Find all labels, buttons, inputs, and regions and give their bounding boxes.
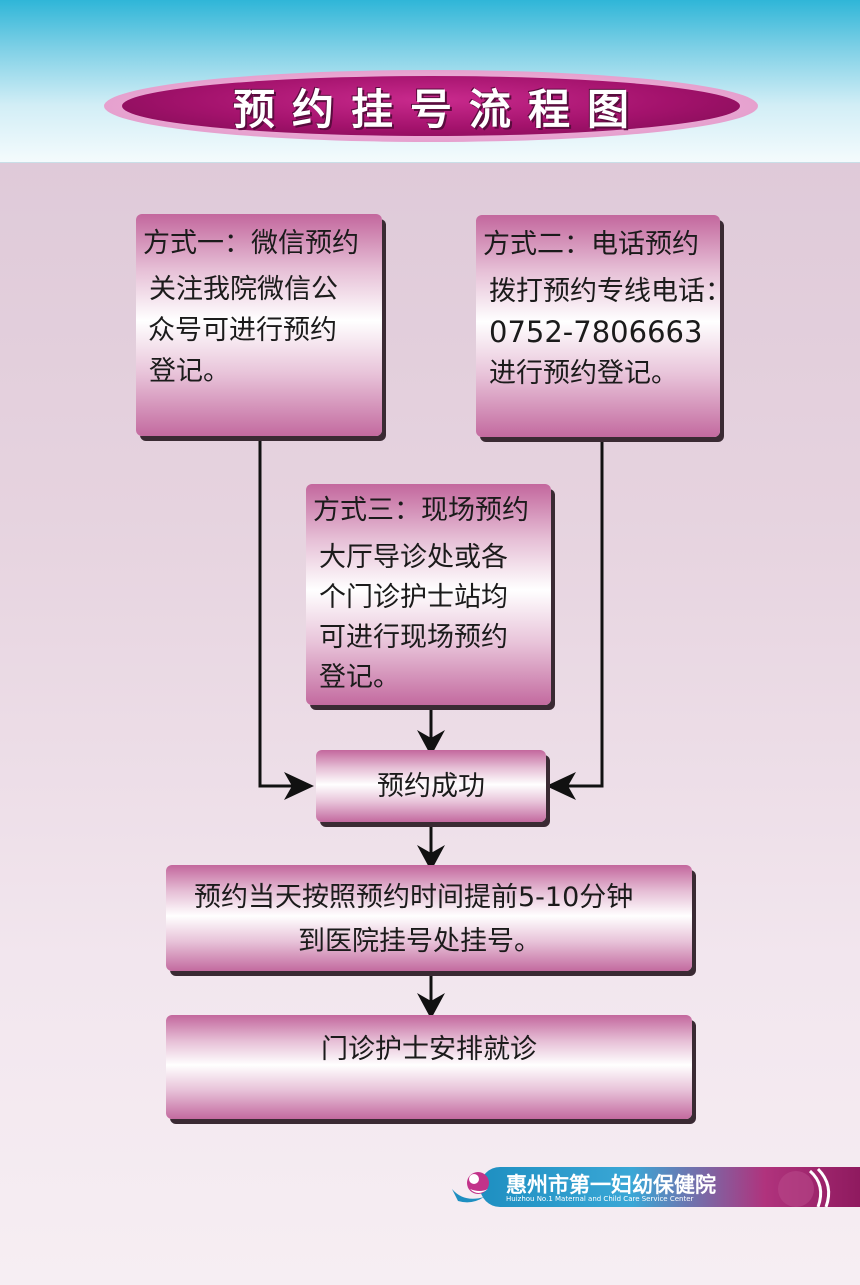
success-label: 预约成功	[377, 771, 485, 802]
connector-method1-to-success	[258, 436, 305, 788]
method1-box: 方式一：微信预约 关注我院微信公 众号可进行预约 登记。	[136, 214, 382, 436]
method1-line: 众号可进行预约	[148, 315, 337, 346]
method1-line: 登记。	[149, 356, 230, 387]
method1-line: 关注我院微信公	[149, 274, 338, 305]
arrowhead-down-arrival	[417, 845, 445, 871]
arrowhead-right	[546, 772, 576, 800]
method3-line: 可进行现场预约	[319, 622, 508, 653]
method2-heading: 方式二：电话预约	[483, 229, 699, 260]
arrowhead-left	[284, 772, 314, 800]
arrival-line: 到医院挂号处挂号。	[298, 926, 541, 957]
hospital-logo: 惠州市第一妇幼保健院 Huizhou No.1 Maternal and Chi…	[440, 1167, 860, 1212]
arrival-line: 预约当天按照预约时间提前5-10分钟	[194, 882, 634, 913]
method3-heading: 方式三：现场预约	[313, 495, 529, 526]
page-title: 预约挂号流程图	[232, 84, 646, 134]
method2-line: 拨打预约专线电话：	[489, 276, 732, 307]
method2-phone: 0752-7806663	[489, 315, 703, 349]
arrival-box: 预约当天按照预约时间提前5-10分钟 到医院挂号处挂号。	[166, 865, 692, 971]
final-label: 门诊护士安排就诊	[321, 1034, 537, 1065]
method3-box: 方式三：现场预约 大厅导诊处或各 个门诊护士站均 可进行现场预约 登记。	[306, 484, 551, 705]
logo-ribbon-icon	[778, 1167, 831, 1208]
connector-method2-to-success	[556, 437, 604, 788]
logo-name: 惠州市第一妇幼保健院	[506, 1173, 716, 1197]
method3-line: 个门诊护士站均	[319, 582, 508, 613]
method3-line: 大厅导诊处或各	[319, 542, 508, 573]
method3-line: 登记。	[319, 662, 400, 693]
title-pill: 预约挂号流程图	[122, 76, 740, 136]
method1-heading: 方式一：微信预约	[143, 228, 359, 259]
mother-child-icon	[452, 1172, 489, 1203]
arrowhead-down-final	[417, 993, 445, 1019]
final-box: 门诊护士安排就诊	[166, 1015, 692, 1119]
logo-english: Huizhou No.1 Maternal and Child Care Ser…	[506, 1195, 694, 1203]
method2-box: 方式二：电话预约 拨打预约专线电话： 0752-7806663 进行预约登记。	[476, 215, 732, 437]
arrowhead-down-success	[417, 730, 445, 756]
success-box: 预约成功	[316, 750, 546, 822]
method2-line: 进行预约登记。	[489, 358, 678, 389]
